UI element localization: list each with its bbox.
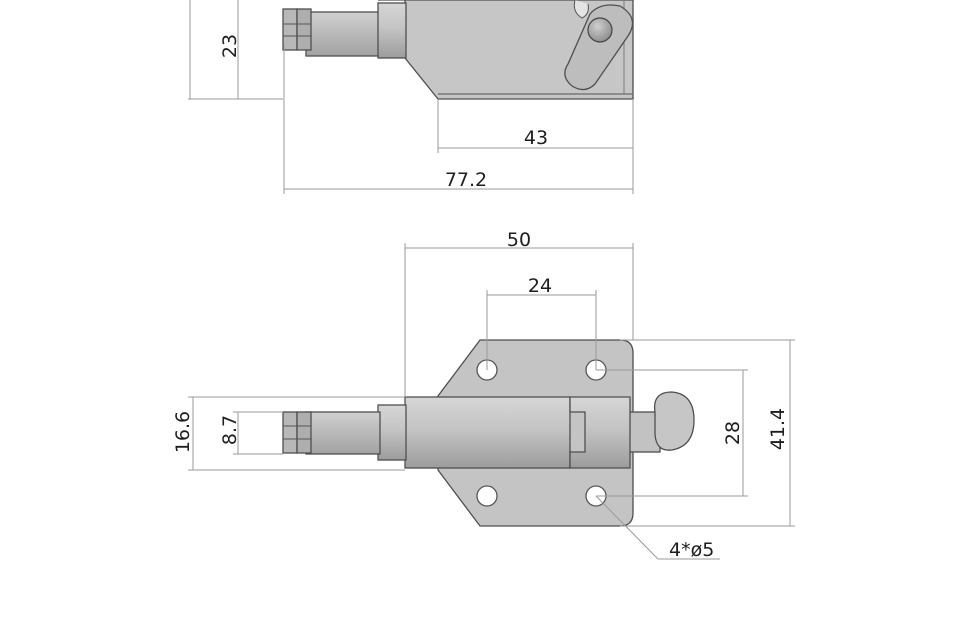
top-ball-knob <box>587 17 613 43</box>
dim-total-77-2: 77.2 <box>445 169 487 191</box>
front-cylinder-body <box>404 396 571 469</box>
front-cylinder-slot <box>569 396 631 469</box>
dim-height-41-4: 41.4 <box>767 408 789 450</box>
dim-height-23: 23 <box>219 34 241 58</box>
dim-hole-spacing-24: 24 <box>528 275 552 297</box>
front-collar <box>377 404 407 461</box>
top-handle-slot <box>564 4 634 91</box>
top-pin-stem <box>305 11 381 57</box>
top-view-dimensions: 23 43 77.2 <box>188 0 634 194</box>
front-pin-nut <box>296 411 312 454</box>
hole-callout-label: 4*ø5 <box>669 539 714 561</box>
front-pin-nut <box>282 411 298 454</box>
front-handle-knob <box>653 391 695 451</box>
dim-width-50: 50 <box>507 229 531 251</box>
front-view-dimensions: 50 24 28 41.4 16.6 8.7 4*ø5 <box>172 229 795 561</box>
dim-base-43: 43 <box>524 127 548 149</box>
front-pin-stem <box>305 411 381 455</box>
dim-collar-16-6: 16.6 <box>172 411 194 453</box>
top-pin-nut <box>282 8 298 51</box>
top-pin-nut <box>296 8 312 51</box>
dim-pin-8-7: 8.7 <box>219 415 241 445</box>
top-cam-notch <box>573 0 589 19</box>
top-view <box>282 0 634 100</box>
front-view <box>282 339 695 527</box>
mounting-hole <box>476 485 498 507</box>
hole-callout-leader <box>595 495 659 560</box>
dim-hole-spacing-28: 28 <box>722 421 744 445</box>
top-collar <box>377 2 407 59</box>
